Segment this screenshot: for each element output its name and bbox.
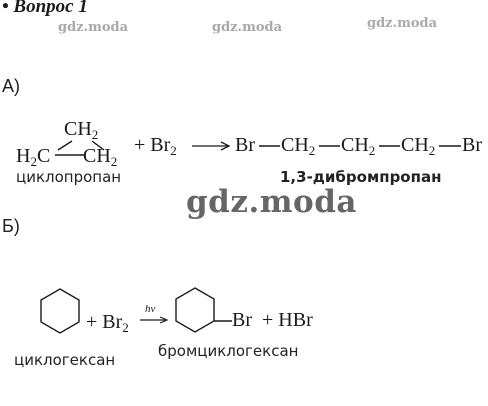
- section-a-label: А): [2, 76, 20, 96]
- product-ch2-2: CH2: [341, 134, 376, 158]
- question-heading: • Вопрос 1: [2, 0, 88, 18]
- cyclopropane-right-ch2: CH2: [83, 145, 118, 169]
- product-ch2-1: CH2: [281, 134, 316, 158]
- bullet: •: [2, 0, 9, 17]
- cyclohexane-ring: [40, 288, 80, 334]
- reactant-name-b: циклогексан: [14, 351, 116, 369]
- watermark-3: gdz.moda: [367, 16, 438, 31]
- bromocyclohexane-ring: [175, 287, 215, 333]
- reaction-arrowhead-a: [220, 141, 231, 151]
- product-substituent-br: Br: [232, 309, 252, 331]
- cyclopropane-bond-right: [91, 140, 105, 151]
- cyclopropane-left-h2c: H2C: [16, 145, 51, 169]
- product-name-b: бромциклогексан: [158, 342, 299, 360]
- reactant-name-a: циклопропан: [16, 168, 122, 186]
- reaction-arrowhead-b: [159, 316, 169, 324]
- watermark-1: gdz.moda: [58, 20, 129, 35]
- reagent-br2-b: + Br2: [86, 311, 129, 335]
- watermark-big: gdz.moda: [186, 184, 357, 220]
- byproduct-hbr: + HBr: [262, 309, 313, 331]
- watermark-2: gdz.moda: [212, 20, 283, 35]
- cyclopropane-bond-left: [57, 140, 73, 151]
- cyclopropane-top-ch2: CH2: [64, 118, 99, 142]
- product-ch2-3: CH2: [401, 134, 436, 158]
- section-b-label: Б): [2, 216, 20, 236]
- product-name-a: 1,3-дибромпропан: [280, 168, 442, 186]
- product-br-right: Br: [462, 134, 482, 156]
- condition-hv: hν: [145, 303, 156, 315]
- question-title: Вопрос 1: [13, 0, 88, 17]
- reagent-br2-a: + Br2: [134, 134, 177, 158]
- product-br-left: Br: [235, 134, 255, 156]
